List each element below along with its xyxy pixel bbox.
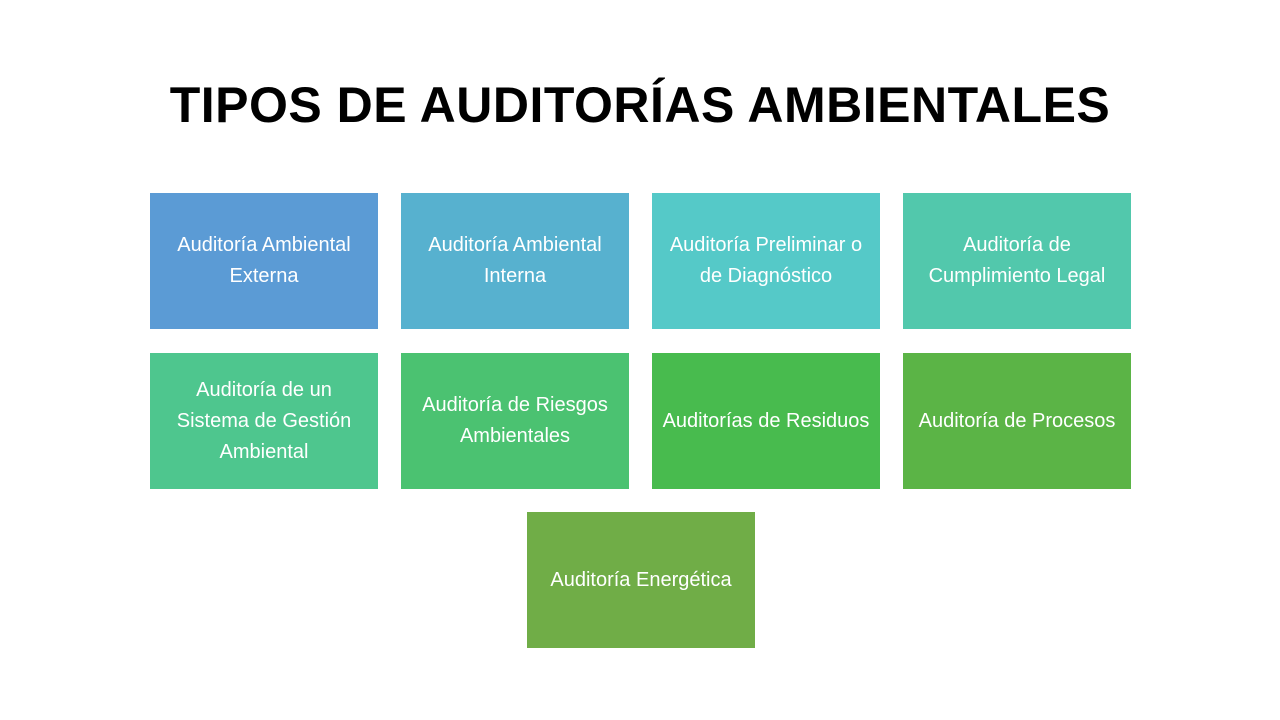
box-auditoria-cumplimiento-legal: Auditoría de Cumplimiento Legal bbox=[903, 193, 1131, 329]
box-auditorias-residuos: Auditorías de Residuos bbox=[652, 353, 880, 489]
box-auditoria-riesgos: Auditoría de Riesgos Ambientales bbox=[401, 353, 629, 489]
box-label: Auditoría Ambiental Interna bbox=[428, 234, 602, 287]
box-auditoria-ambiental-interna: Auditoría Ambiental Interna bbox=[401, 193, 629, 329]
box-auditoria-sistema-gestion: Auditoría de un Sistema de Gestión Ambie… bbox=[150, 353, 378, 489]
box-auditoria-ambiental-externa: Auditoría Ambiental Externa bbox=[150, 193, 378, 329]
box-label: Auditoría de Cumplimiento Legal bbox=[928, 234, 1106, 287]
box-auditoria-procesos: Auditoría de Procesos bbox=[903, 353, 1131, 489]
box-auditoria-energetica: Auditoría Energética bbox=[527, 512, 755, 648]
box-label: Auditorías de Residuos bbox=[662, 409, 870, 432]
box-label: Auditoría Ambiental Externa bbox=[177, 234, 351, 287]
box-label: Auditoría de Riesgos Ambientales bbox=[422, 394, 608, 447]
box-auditoria-preliminar: Auditoría Preliminar o de Diagnóstico bbox=[652, 193, 880, 329]
box-label: Auditoría Preliminar o de Diagnóstico bbox=[669, 234, 863, 287]
slide-title: TIPOS DE AUDITORÍAS AMBIENTALES bbox=[169, 77, 1111, 133]
box-label: Auditoría de un Sistema de Gestión Ambie… bbox=[176, 378, 352, 463]
box-label: Auditoría de Procesos bbox=[918, 409, 1116, 432]
box-label: Auditoría Energética bbox=[550, 568, 732, 591]
